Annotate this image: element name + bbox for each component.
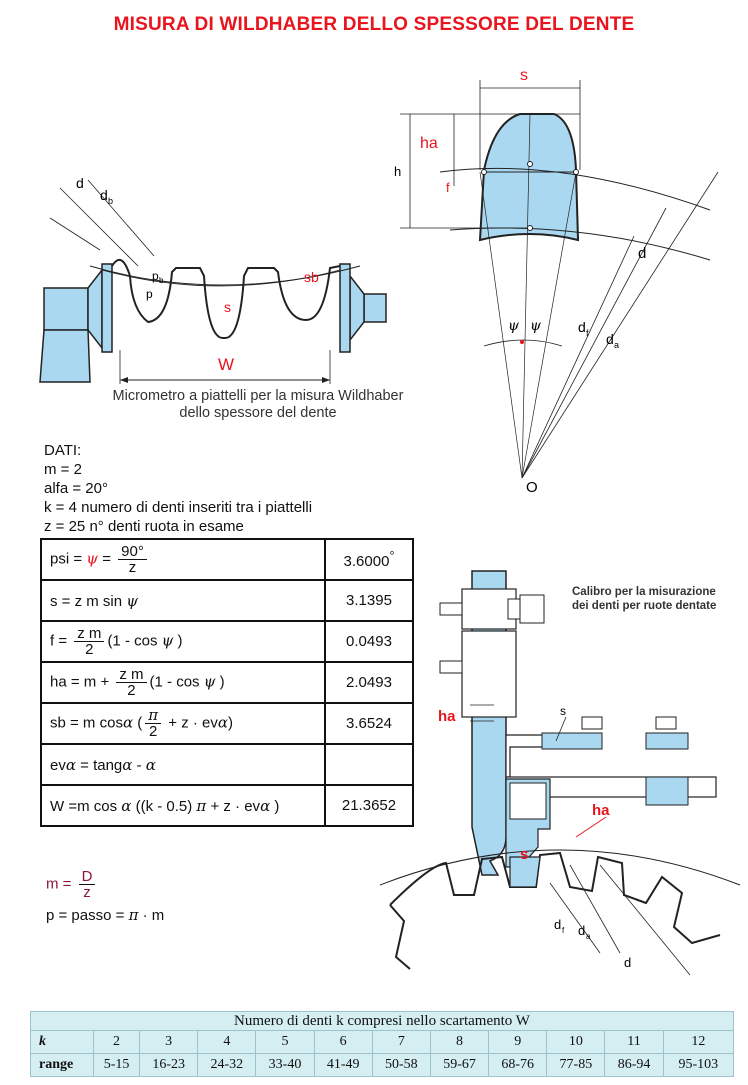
sb-value: 3.6524 (324, 702, 414, 745)
k-cell: 12 (662, 1030, 735, 1054)
k-cell: 2 (92, 1030, 141, 1054)
label-sb: sb (304, 269, 319, 285)
dati-line: alfa = 20° (44, 480, 108, 497)
k-cell: 3 (139, 1030, 199, 1054)
label-pb-sub: b (159, 276, 164, 285)
calibro-diagram: ha s ha s d f d a d (379, 570, 741, 976)
label-s: s (520, 67, 528, 84)
calibro-label-d: d (624, 955, 631, 970)
ev-value (324, 743, 414, 786)
range-cell: 24-32 (197, 1053, 257, 1077)
label-df-sub: f (586, 328, 589, 338)
calibro-label-da: d (578, 923, 585, 938)
k-cell: 10 (546, 1030, 606, 1054)
tooth-geometry-diagram: s ha h f d d f d a ψ ψ O (394, 67, 719, 496)
dati-line: k = 4 numero di denti inseriti tra i pia… (44, 499, 313, 516)
label-s: s (224, 299, 231, 315)
range-cell: 5-15 (92, 1053, 141, 1077)
range-cell: 77-85 (546, 1053, 606, 1077)
formula-row-s: s = z m sin ψ 3.1395 (40, 579, 414, 622)
calibro-label-s-bar: s (560, 704, 566, 718)
label-h: h (394, 164, 401, 179)
label-p: p (146, 287, 153, 301)
k-cell: 5 (255, 1030, 315, 1054)
calibro-label-ha-bottom: ha (592, 802, 610, 819)
pitch-formula: p = passo = π · m (46, 906, 165, 924)
label-W: W (218, 355, 234, 374)
formula-row-psi: psi = ψ = 90°z 3.6000° (40, 538, 414, 581)
label-ha: ha (420, 135, 438, 152)
f-value: 0.0493 (324, 620, 414, 663)
label-pb: p (152, 269, 159, 283)
psi-value: 3.6000 (343, 553, 390, 570)
calibro-label-ha-top: ha (438, 708, 456, 725)
label-db-sub: b (108, 196, 113, 206)
k-cell: 9 (488, 1030, 548, 1054)
range-label: range (30, 1053, 94, 1077)
range-cell: 41-49 (313, 1053, 373, 1077)
dati-line: m = 2 (44, 461, 82, 478)
calibro-caption: Calibro per la misurazione dei denti per… (572, 586, 717, 612)
k-cell: 4 (197, 1030, 257, 1054)
ha-value: 2.0493 (324, 661, 414, 704)
label-d: d (638, 245, 646, 262)
label-f: f (446, 180, 450, 195)
range-cell: 33-40 (255, 1053, 315, 1077)
calibro-label-df-sub: f (562, 926, 565, 935)
micrometer-caption: Micrometro a piattelli per la misura Wil… (112, 388, 404, 421)
dati-line: z = 25 n° denti ruota in esame (44, 518, 244, 535)
k-cell: 8 (429, 1030, 490, 1054)
label-db: d (100, 187, 108, 203)
formula-row-ev: evα = tangα - α (40, 743, 414, 786)
calibro-label-s: s (520, 846, 528, 863)
label-df: d (578, 319, 586, 335)
label-da: d (606, 331, 614, 347)
range-row: range 5-15 16-23 24-32 33-40 41-49 50-58… (30, 1053, 735, 1077)
label-psi-right: ψ (530, 318, 542, 334)
page-title: MISURA DI WILDHABER DELLO SPESSORE DEL D… (113, 14, 635, 35)
formula-row-W: W =m cos α ((k - 0.5) π + z · evα ) 21.3… (40, 784, 414, 827)
range-cell: 50-58 (371, 1053, 431, 1077)
range-table-header: Numero di denti k compresi nello scartam… (30, 1011, 734, 1031)
range-cell: 95-103 (662, 1053, 735, 1077)
range-cell: 68-76 (488, 1053, 548, 1077)
micrometer-diagram: d d b p b p s sb W (39, 175, 387, 384)
label-o: O (526, 479, 538, 496)
range-cell: 16-23 (139, 1053, 199, 1077)
label-psi-left: ψ (508, 318, 520, 334)
range-cell: 86-94 (604, 1053, 664, 1077)
dati-header: DATI: (44, 442, 82, 459)
k-cell: 6 (313, 1030, 373, 1054)
k-label: k (30, 1030, 94, 1054)
label-d: d (76, 175, 84, 191)
calibro-label-da-sub: a (586, 932, 591, 941)
range-table: Numero di denti k compresi nello scartam… (30, 1011, 735, 1077)
formula-table: psi = ψ = 90°z 3.6000° s = z m sin ψ 3.1… (40, 538, 414, 827)
W-value: 21.3652 (324, 784, 414, 827)
k-cell: 7 (371, 1030, 431, 1054)
k-row: k 2 3 4 5 6 7 8 9 10 11 12 (30, 1030, 735, 1054)
k-cell: 11 (604, 1030, 664, 1054)
range-cell: 59-67 (429, 1053, 490, 1077)
calibro-label-df: d (554, 917, 561, 932)
label-da-sub: a (614, 340, 619, 350)
s-value: 3.1395 (324, 579, 414, 622)
dati-block: DATI: m = 2 alfa = 20° k = 4 numero di d… (44, 441, 312, 536)
